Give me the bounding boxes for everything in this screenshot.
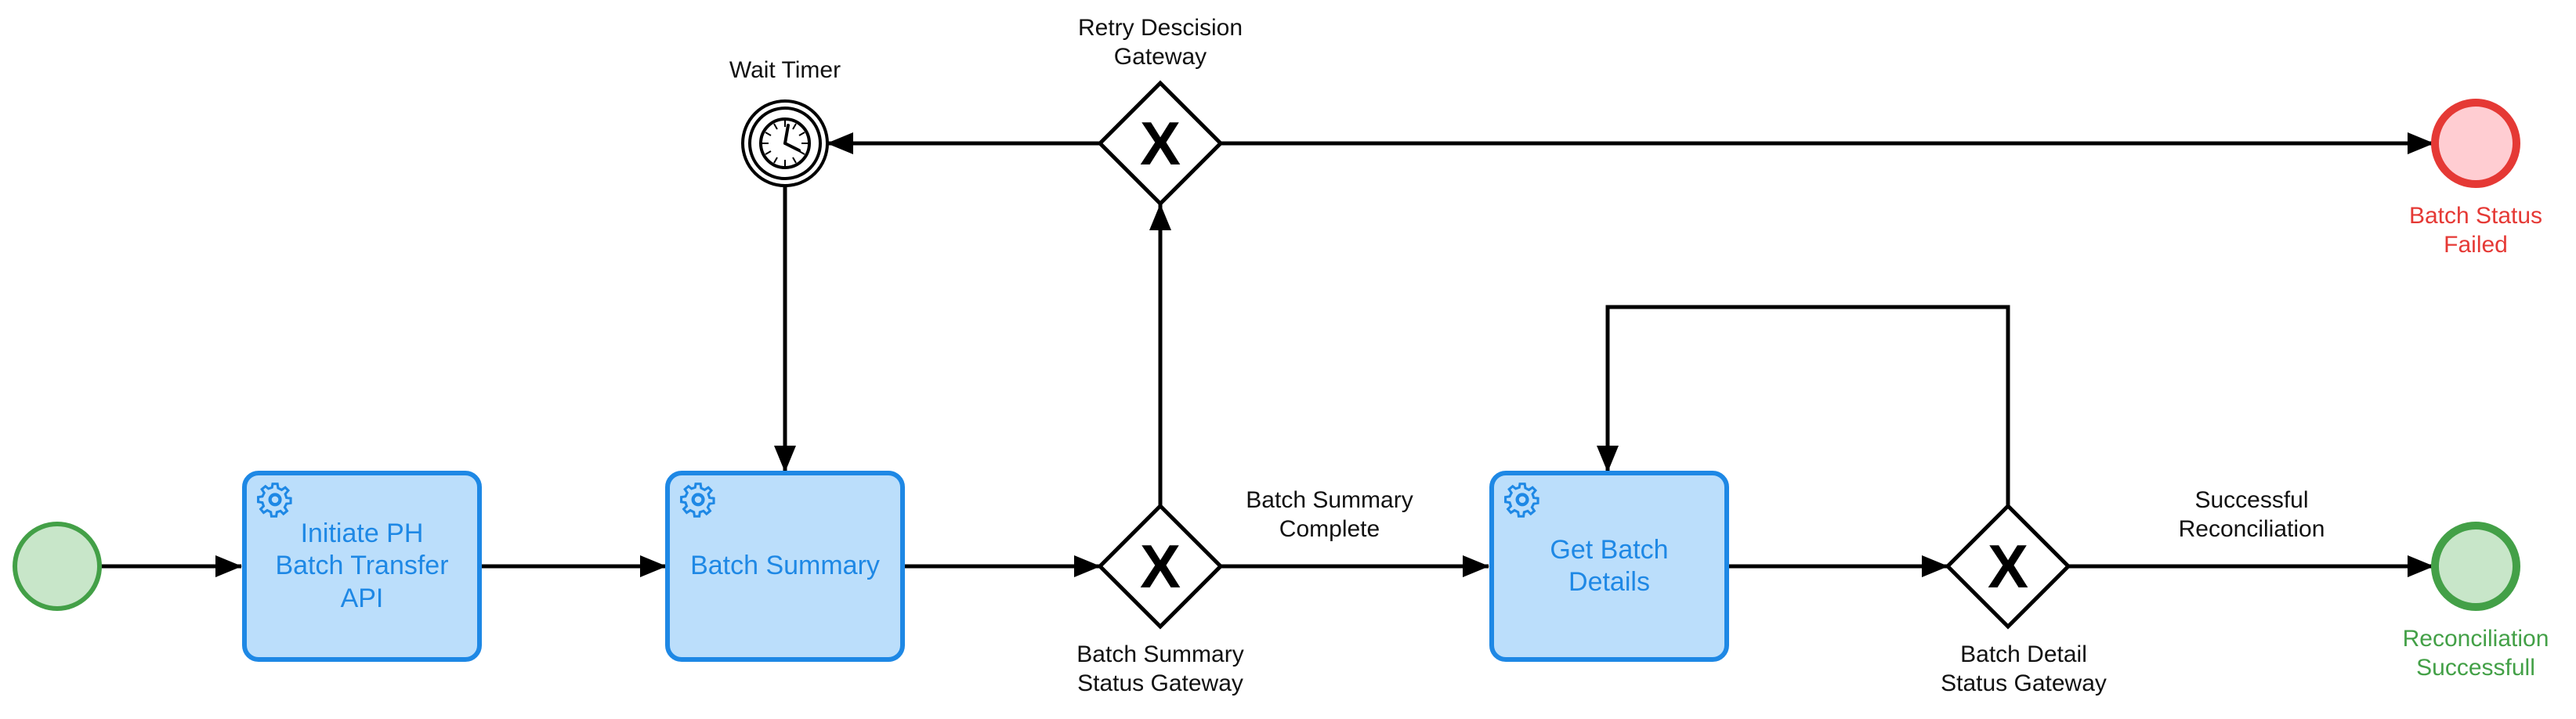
task-label-batch-summary: Batch Summary (690, 551, 880, 581)
gateway-x-marker: X (1140, 532, 1181, 601)
task-label-initiate: Initiate PH Batch Transfer API (275, 518, 449, 613)
event-label-reconciliation-successful: Reconciliation Successfull (2402, 626, 2549, 681)
gateway-x-marker: X (1988, 532, 2028, 601)
gateway-label-retry-decision: Retry Descision Gateway (1077, 15, 1243, 70)
task-initiate-ph-batch-transfer[interactable] (242, 471, 482, 662)
gateway-retry-decision[interactable]: X (1097, 80, 1224, 207)
start-event (13, 522, 102, 611)
event-label-batch-status-failed: Batch Status Failed (2408, 203, 2543, 258)
flow-label-batch-summary-complete: Batch Summary Complete (1246, 487, 1413, 542)
task-get-batch-details[interactable] (1489, 471, 1729, 662)
task-label-get-batch-details: Get Batch Details (1550, 534, 1669, 597)
timer-event-wait[interactable] (741, 99, 829, 187)
gateway-label-batch-detail-status: Batch Detail Status Gateway (1941, 641, 2107, 696)
gateway-x-marker: X (1140, 109, 1181, 178)
end-event-batch-status-failed (2431, 99, 2520, 188)
gateway-batch-detail-status[interactable]: X (1945, 503, 2071, 630)
task-batch-summary[interactable] (665, 471, 905, 662)
flow-label-successful-reconciliation: Successful Reconciliation (2178, 487, 2325, 542)
gateway-label-batch-summary-status: Batch Summary Status Gateway (1076, 641, 1244, 696)
gateway-batch-summary-status[interactable]: X (1097, 503, 1224, 630)
sequence-flows (100, 132, 2434, 577)
end-event-reconciliation-successful (2431, 522, 2520, 611)
flow-detail-gateway-loop (1597, 305, 2010, 506)
clock-icon (759, 117, 811, 169)
event-label-wait-timer: Wait Timer (729, 57, 841, 83)
